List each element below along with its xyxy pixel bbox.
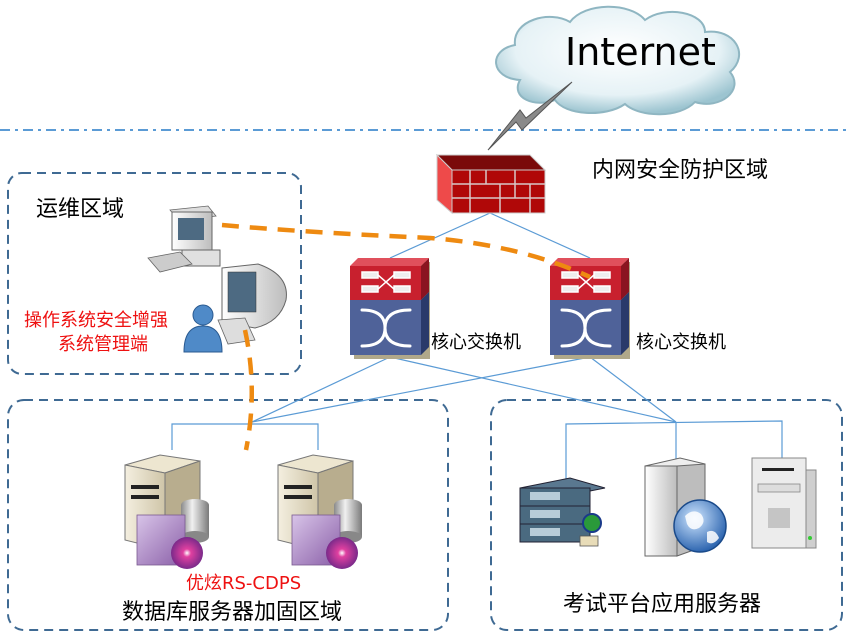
ops-zone-box — [7, 172, 302, 375]
internet-label: Internet — [565, 30, 716, 74]
ops-zone-label: 运维区域 — [36, 197, 125, 222]
admin-user-icon — [183, 304, 223, 353]
wan-link-lightning-icon — [487, 81, 573, 151]
rack-server-icon — [519, 477, 606, 547]
admin-client-label-line2: 系统管理端 — [58, 334, 148, 355]
core-switch-1-label: 核心交换机 — [431, 332, 521, 353]
exam-zone-label: 考试平台应用服务器 — [563, 592, 762, 617]
network-links — [171, 212, 783, 480]
admin-client-label-line1: 操作系统安全增强 — [24, 310, 168, 331]
core-switch-2-icon — [550, 258, 630, 359]
product-label: 优炫RS-CDPS — [186, 573, 302, 594]
database-zone-box — [7, 399, 449, 631]
desktop-pc-icon — [147, 205, 221, 273]
core-switch-2-label: 核心交换机 — [636, 332, 726, 353]
core-switch-1-icon — [350, 258, 430, 359]
management-link — [221, 222, 591, 451]
database-server-1-icon — [124, 454, 209, 569]
database-server-2-icon — [277, 454, 362, 569]
firewall-icon — [435, 153, 547, 215]
exam-zone-box — [490, 399, 843, 631]
database-zone-label: 数据库服务器加固区域 — [122, 600, 343, 625]
tower-server-icon — [751, 457, 817, 549]
internet-cloud-icon — [495, 5, 741, 116]
web-server-icon — [644, 457, 727, 557]
admin-workstation-icon — [217, 263, 287, 345]
intranet-zone-label: 内网安全防护区域 — [592, 158, 769, 183]
